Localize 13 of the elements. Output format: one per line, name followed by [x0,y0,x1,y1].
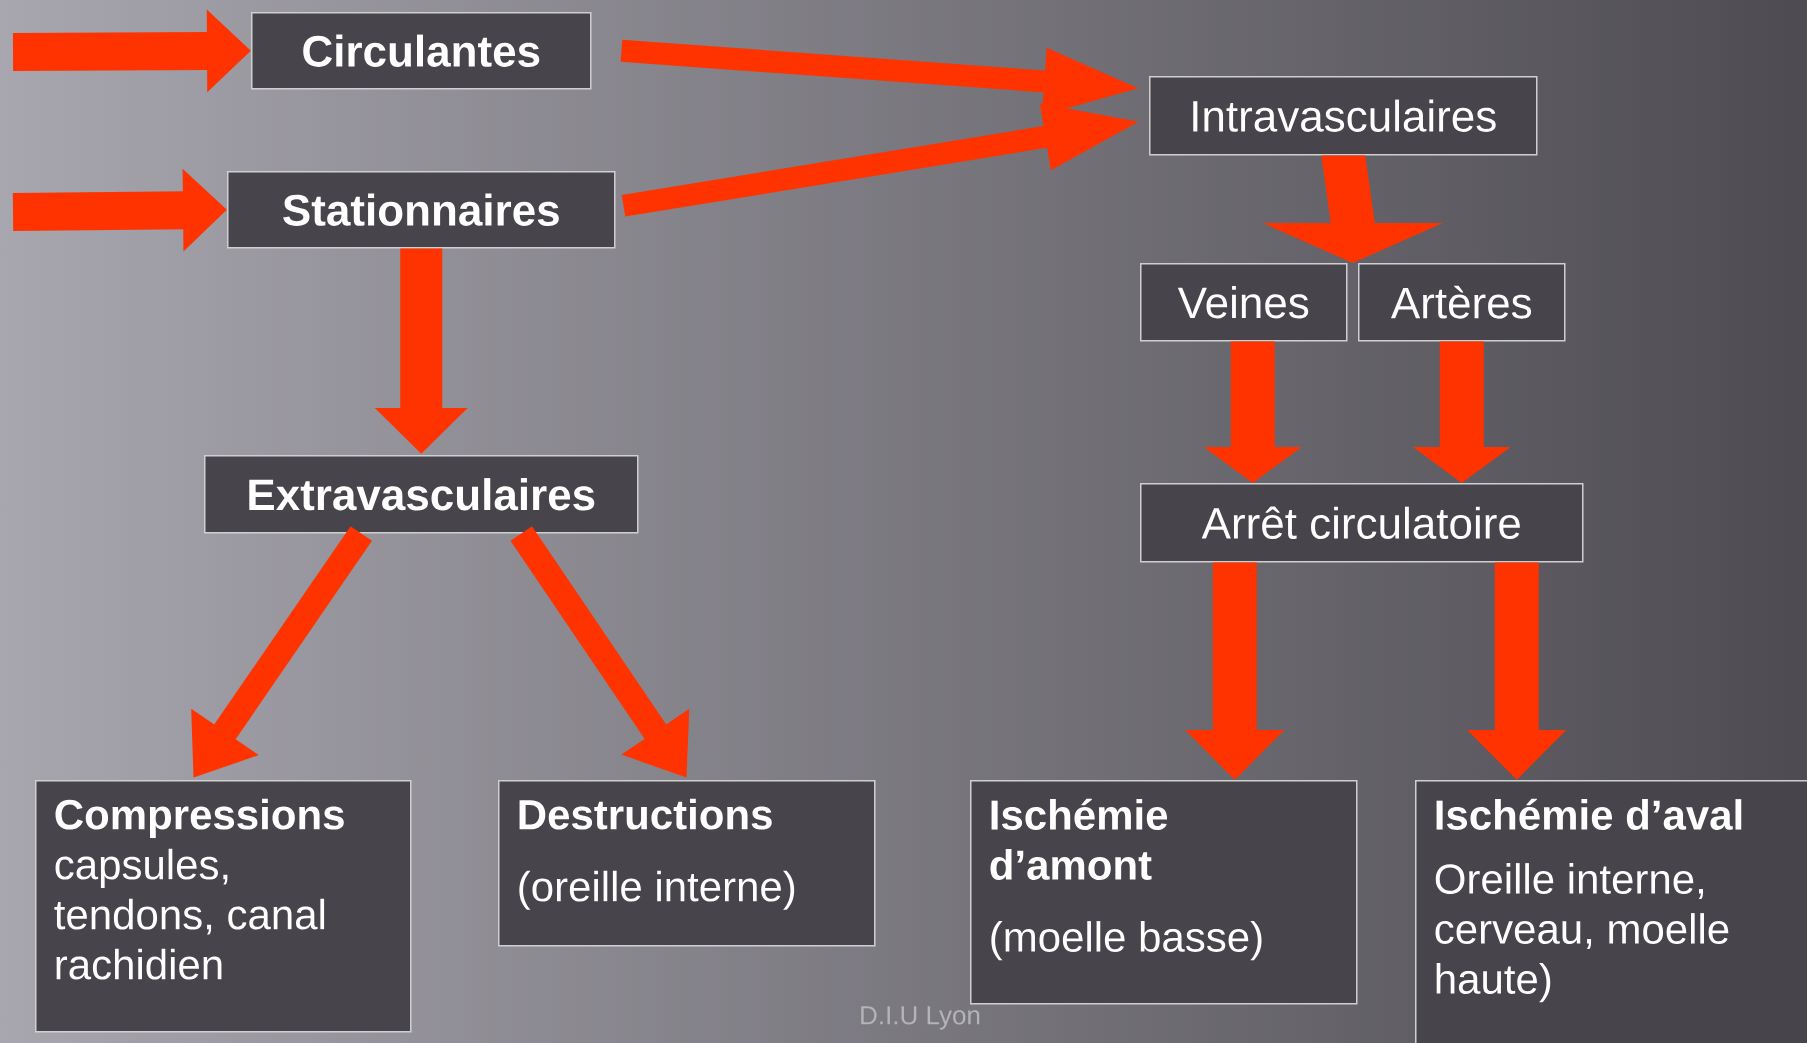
text-box: Stationnaires [227,171,616,249]
text-box: Destructions (oreille interne) [498,780,876,947]
text-box: Circulantes [251,12,592,90]
text-box: Artères [1358,263,1566,342]
text-box: Veines [1140,263,1348,342]
text-box: Intravasculaires [1149,76,1538,156]
text-box: Extravasculaires [204,455,639,534]
footer-text: D.I.U Lyon [861,1006,980,1030]
text-box: Ischémie d’aval Oreille interne, cerveau, moelle haute) [1415,780,1807,1043]
arrow [1262,155,1443,263]
text-box: Compressions capsules, tendons, canal rachidien [35,780,412,1033]
text-box: Arrêt circulatoire [1140,483,1584,563]
text-box: Ischémie d’amont (moelle basse) [970,780,1358,1005]
